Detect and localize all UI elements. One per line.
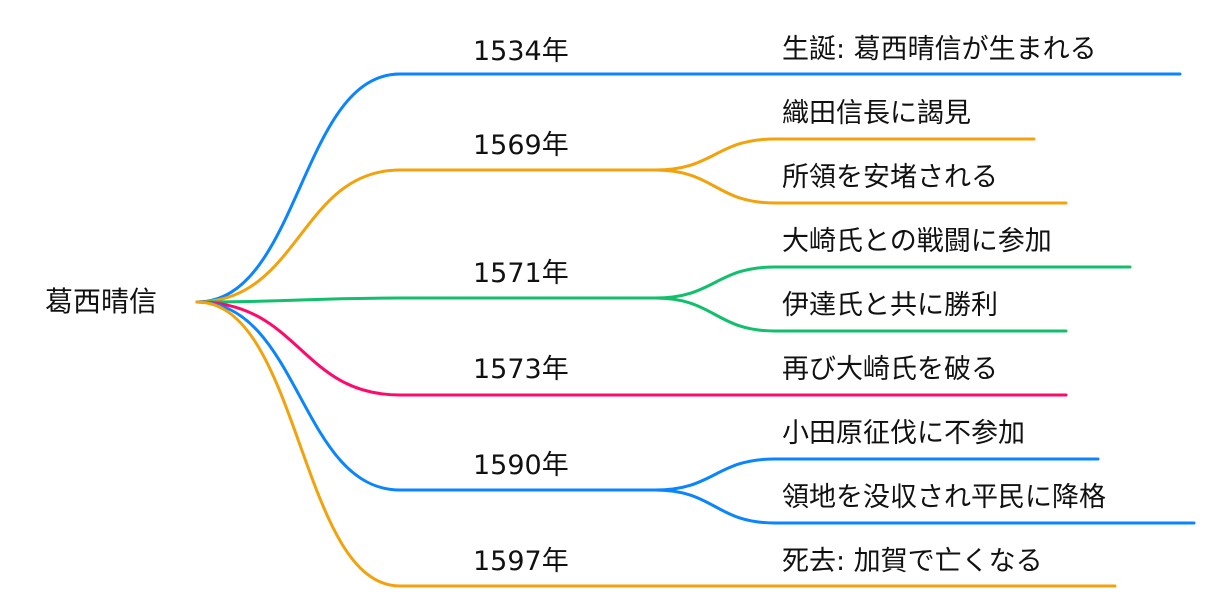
connector-1534 [195, 72, 1182, 304]
event-node: 領地を没収され平民に降格 [782, 482, 1106, 513]
connector-1571 [195, 296, 657, 304]
root-node: 葛西晴信 [45, 285, 158, 318]
year-node-1590: 1590年 [473, 450, 569, 481]
event-node: 大崎氏との戦闘に参加 [782, 226, 1052, 257]
connector-1571-a [653, 265, 1132, 300]
year-node-1573: 1573年 [473, 354, 569, 385]
year-node-1569: 1569年 [473, 130, 569, 161]
event-node: 所領を安堵される [782, 162, 998, 193]
connector-1590-b [653, 488, 1196, 525]
connector-1571-b [653, 296, 1068, 333]
event-node: 織田信長に謁見 [782, 98, 971, 129]
event-node: 伊達氏と共に勝利 [782, 290, 998, 321]
year-node-1597: 1597年 [473, 546, 569, 577]
connector-1573 [195, 300, 1068, 397]
event-node: 再び大崎氏を破る [782, 354, 998, 385]
event-node: 生誕: 葛西晴信が生まれる [782, 34, 1097, 65]
event-node: 小田原征伐に不参加 [782, 418, 1025, 449]
connector-1569 [195, 168, 657, 304]
connector-1597 [195, 300, 1117, 588]
connector-1590-a [653, 457, 1100, 492]
year-node-1534: 1534年 [473, 36, 569, 67]
connector-1590 [195, 300, 657, 492]
connector-1569-a [653, 137, 1036, 172]
event-node: 死去: 加賀で亡くなる [782, 546, 1043, 577]
year-node-1571: 1571年 [473, 258, 569, 289]
connector-1569-b [653, 168, 1068, 205]
